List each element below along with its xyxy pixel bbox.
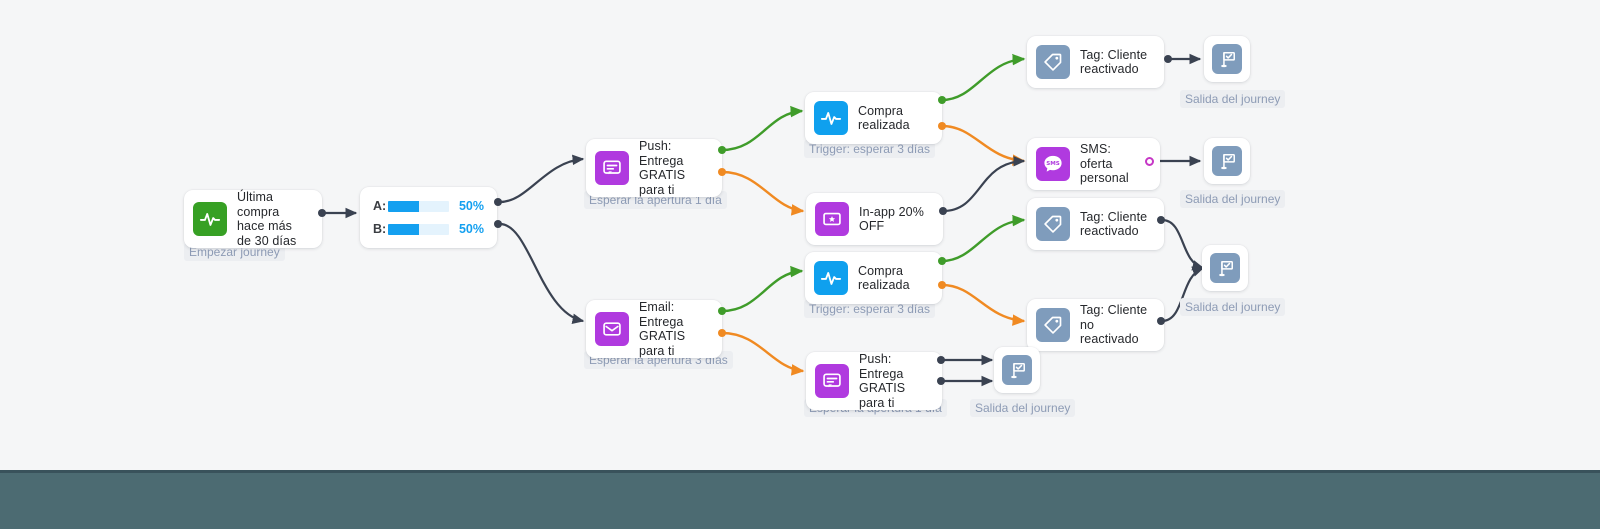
edge-push-orange-to-inapp <box>721 170 805 216</box>
port-start-out[interactable] <box>318 209 326 217</box>
port-push-top-green[interactable] <box>718 146 726 154</box>
split-a-label: A: <box>373 199 387 213</box>
node-label: SMS: oferta personal <box>1080 142 1129 186</box>
caption-salida-2: Salida del journey <box>1180 190 1286 208</box>
edge-inapp-to-sms <box>942 155 1026 213</box>
node-tag-reactivado-top[interactable]: Tag: Cliente reactivado <box>1027 36 1164 88</box>
port-tag-no-out[interactable] <box>1157 317 1165 325</box>
node-label: Última compra hace más de 30 días <box>237 190 297 248</box>
node-start[interactable]: Última compra hace más de 30 días <box>184 190 322 248</box>
port-compra-bottom-green[interactable] <box>938 257 946 265</box>
caption-trigger-3-dias-top: Trigger: esperar 3 días <box>804 140 935 158</box>
edge-tagno-to-exit3 <box>1161 266 1205 323</box>
caption-salida-4: Salida del journey <box>970 399 1076 417</box>
edge-split-a-to-push <box>499 154 585 204</box>
tag-icon <box>1036 207 1070 241</box>
node-email[interactable]: Email: Entrega GRATIS para ti <box>586 300 722 358</box>
node-push-top[interactable]: Push: Entrega GRATIS para ti <box>586 139 722 197</box>
push-message-icon <box>815 364 849 398</box>
port-compra-top-orange[interactable] <box>938 122 946 130</box>
email-icon <box>595 312 629 346</box>
node-ab-split[interactable]: A: 50% B: 50% <box>360 187 497 248</box>
edge-compra2-orange-to-tagno <box>941 283 1026 326</box>
edge-email-orange-to-push <box>721 331 805 376</box>
edge-email-green-to-compra <box>721 265 804 313</box>
pulse-icon <box>193 202 227 236</box>
split-b-percent: 50% <box>458 222 484 236</box>
split-row-a: A: 50% <box>373 198 484 214</box>
node-compra-bottom[interactable]: Compra realizada <box>805 252 942 304</box>
node-exit-1[interactable] <box>1204 36 1250 82</box>
split-b-bar <box>388 223 449 235</box>
split-b-label: B: <box>373 222 387 236</box>
port-tag-top-out[interactable] <box>1164 55 1172 63</box>
port-email-orange[interactable] <box>718 329 726 337</box>
tag-icon <box>1036 308 1070 342</box>
push-message-icon <box>595 151 629 185</box>
node-inapp[interactable]: In-app 20% OFF <box>806 193 943 245</box>
node-tag-no-reactivado[interactable]: Tag: Cliente no reactivado <box>1027 299 1164 351</box>
node-exit-3[interactable] <box>1202 245 1248 291</box>
svg-text:SMS: SMS <box>1046 161 1060 167</box>
caption-trigger-3-dias-bottom: Trigger: esperar 3 días <box>804 300 935 318</box>
port-push-bottom-b[interactable] <box>937 377 945 385</box>
edge-compra-green-to-tag <box>941 53 1026 102</box>
edge-push-green-to-compra <box>721 105 804 152</box>
port-split-a-out[interactable] <box>494 198 502 206</box>
port-inapp-out[interactable] <box>939 207 947 215</box>
flag-check-icon <box>1002 355 1032 385</box>
pulse-icon <box>814 101 848 135</box>
node-label: Email: Entrega GRATIS para ti <box>639 300 686 358</box>
node-label: Compra realizada <box>858 103 910 133</box>
flag-check-icon <box>1212 146 1242 176</box>
journey-canvas[interactable]: Última compra hace más de 30 días Empeza… <box>0 0 1600 470</box>
node-exit-4[interactable] <box>994 347 1040 393</box>
edge-tagmid-to-exit3 <box>1161 218 1205 271</box>
port-tag-mid-out[interactable] <box>1157 216 1165 224</box>
node-sms[interactable]: SMS SMS: oferta personal <box>1027 138 1160 190</box>
pulse-icon <box>814 261 848 295</box>
node-label: In-app 20% OFF <box>859 204 924 234</box>
flag-check-icon <box>1210 253 1240 283</box>
node-label: Push: Entrega GRATIS para ti <box>639 139 686 197</box>
port-sms-out[interactable] <box>1145 157 1154 166</box>
sms-icon: SMS <box>1036 147 1070 181</box>
node-label: Push: Entrega GRATIS para ti <box>859 352 906 410</box>
caption-salida-3: Salida del journey <box>1180 298 1286 316</box>
node-tag-reactivado-mid[interactable]: Tag: Cliente reactivado <box>1027 198 1164 250</box>
port-push-top-orange[interactable] <box>718 168 726 176</box>
node-label: Tag: Cliente reactivado <box>1080 47 1148 77</box>
port-email-green[interactable] <box>718 307 726 315</box>
node-label: Tag: Cliente no reactivado <box>1080 303 1148 347</box>
split-a-bar <box>388 200 449 212</box>
journey-edges <box>322 53 1205 387</box>
split-row-b: B: 50% <box>373 221 484 237</box>
edge-compra2-green-to-tag <box>941 214 1026 263</box>
node-exit-2[interactable] <box>1204 138 1250 184</box>
node-compra-top[interactable]: Compra realizada <box>805 92 942 144</box>
tag-icon <box>1036 45 1070 79</box>
caption-salida-1: Salida del journey <box>1180 90 1286 108</box>
node-label: Compra realizada <box>858 263 910 293</box>
edge-compra-orange-to-sms <box>941 124 1026 166</box>
port-compra-bottom-orange[interactable] <box>938 281 946 289</box>
split-a-percent: 50% <box>458 199 484 213</box>
port-push-bottom-a[interactable] <box>937 356 945 364</box>
bottom-toolbar <box>0 470 1600 529</box>
flag-check-icon <box>1212 44 1242 74</box>
node-label: Tag: Cliente reactivado <box>1080 209 1148 239</box>
ticket-icon <box>815 202 849 236</box>
port-split-b-out[interactable] <box>494 220 502 228</box>
port-compra-top-green[interactable] <box>938 96 946 104</box>
edge-split-b-to-email <box>499 222 585 324</box>
node-push-bottom[interactable]: Push: Entrega GRATIS para ti <box>806 352 942 410</box>
